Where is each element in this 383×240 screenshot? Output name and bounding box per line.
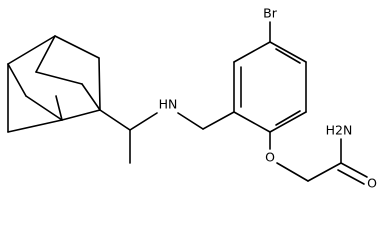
bromine-label: Br	[263, 6, 278, 21]
bond	[7, 63, 27, 97]
bond	[129, 112, 158, 131]
bond	[25, 95, 63, 121]
bond	[233, 41, 271, 63]
bond	[35, 71, 83, 85]
bond	[269, 41, 307, 63]
adamantane-cage	[7, 35, 101, 133]
bond	[177, 112, 204, 130]
bond	[340, 162, 368, 178]
amide-nitrogen-label: H2N	[326, 123, 353, 138]
bond	[233, 111, 271, 133]
bond	[7, 119, 63, 133]
benzene-ring	[233, 41, 307, 133]
bond	[81, 83, 101, 111]
carbonyl-oxygen-label: O	[367, 176, 377, 191]
bond	[54, 35, 100, 59]
bond	[61, 109, 101, 121]
bond	[99, 109, 131, 131]
bond	[307, 162, 342, 182]
bond	[35, 35, 56, 73]
bond	[7, 35, 56, 65]
bond	[55, 95, 63, 121]
bond	[98, 57, 101, 111]
acetamide-chain	[269, 131, 368, 185]
bond	[276, 162, 309, 182]
ether-oxygen-label: O	[265, 150, 275, 165]
bond	[269, 111, 307, 133]
linker-chain	[99, 109, 235, 164]
structure-diagram: Br HN O H2N O	[7, 6, 377, 191]
bond-double-inner	[275, 48, 301, 64]
bond-double-inner	[275, 110, 301, 126]
bond	[337, 169, 365, 185]
bond	[202, 111, 235, 130]
amine-label: HN	[159, 97, 178, 112]
